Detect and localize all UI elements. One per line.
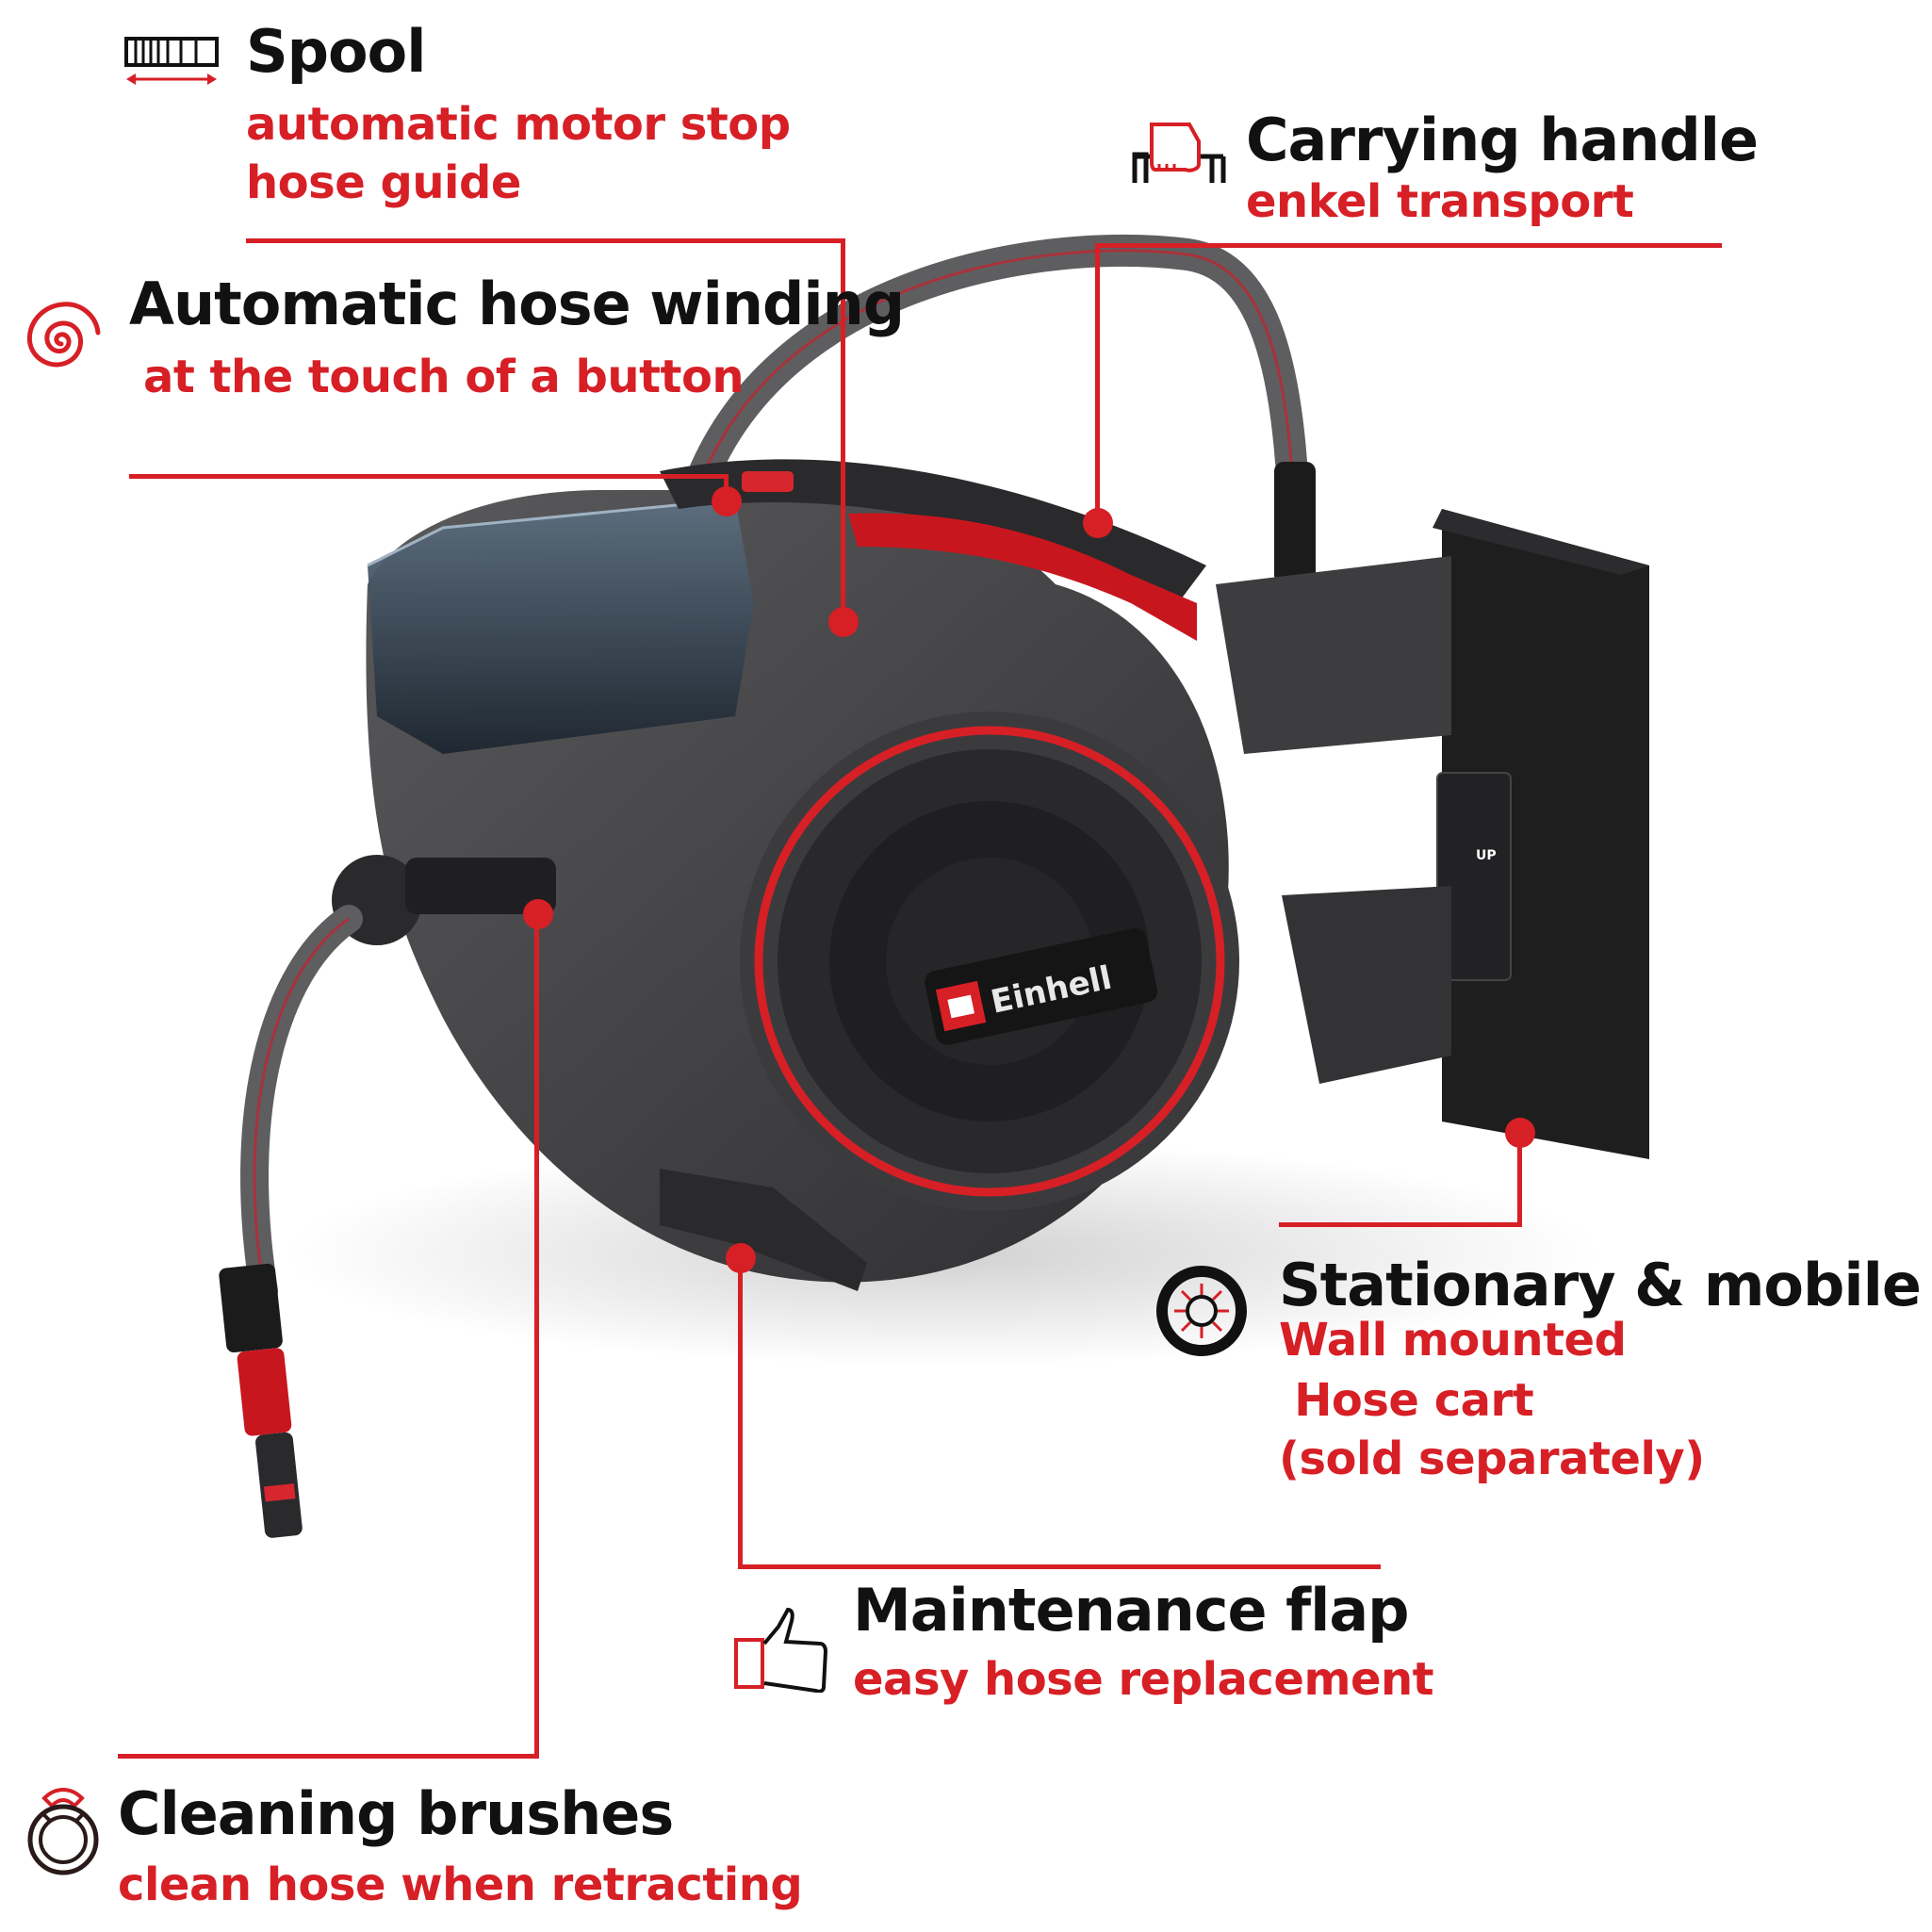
stationary-leader-h	[1279, 1222, 1522, 1227]
handle-line-1: enkel transport	[1246, 175, 1634, 228]
handle-leader-v	[1095, 243, 1100, 523]
spiral-icon	[26, 302, 101, 368]
winding-title: Automatic hose winding	[129, 270, 905, 338]
spool-leader-v	[841, 238, 845, 622]
brushes-line-1: clean hose when retracting	[118, 1858, 803, 1911]
spool-line-1: automatic motor stop	[246, 98, 791, 151]
maintenance-line-1: easy hose replacement	[853, 1653, 1434, 1706]
stationary-leader-v	[1517, 1133, 1522, 1225]
spool-title: Spool	[246, 17, 426, 86]
winding-callout-dot	[712, 486, 742, 516]
spool-line-2: hose guide	[246, 156, 521, 209]
spool-callout-dot	[828, 607, 859, 637]
stationary-title: Stationary & mobile	[1279, 1251, 1922, 1319]
stationary-line-2: Hose cart	[1279, 1374, 1534, 1427]
spool-icon	[124, 37, 219, 85]
handle-leader-h	[1095, 243, 1722, 248]
carrying-hand-icon	[1132, 123, 1226, 183]
stationary-line-1: Wall mounted	[1279, 1314, 1627, 1367]
stationary-line-3: (sold separately)	[1279, 1433, 1705, 1485]
maintenance-leader-h	[738, 1564, 1381, 1569]
brushes-leader-v	[534, 914, 539, 1759]
brushes-title: Cleaning brushes	[118, 1779, 674, 1848]
thumbs-up-icon	[734, 1608, 827, 1693]
wheel-icon	[1156, 1266, 1247, 1356]
brush-ring-icon	[27, 1788, 99, 1875]
winding-line-1: at the touch of a button	[143, 351, 745, 403]
handle-callout-dot	[1083, 508, 1113, 538]
up-label: UP	[1476, 848, 1497, 863]
winding-leader-h	[129, 474, 729, 479]
maintenance-title: Maintenance flap	[853, 1576, 1410, 1645]
brushes-leader-h	[118, 1754, 539, 1759]
handle-title: Carrying handle	[1246, 106, 1759, 174]
maintenance-leader-v	[738, 1258, 743, 1569]
spool-leader-h	[246, 238, 845, 243]
